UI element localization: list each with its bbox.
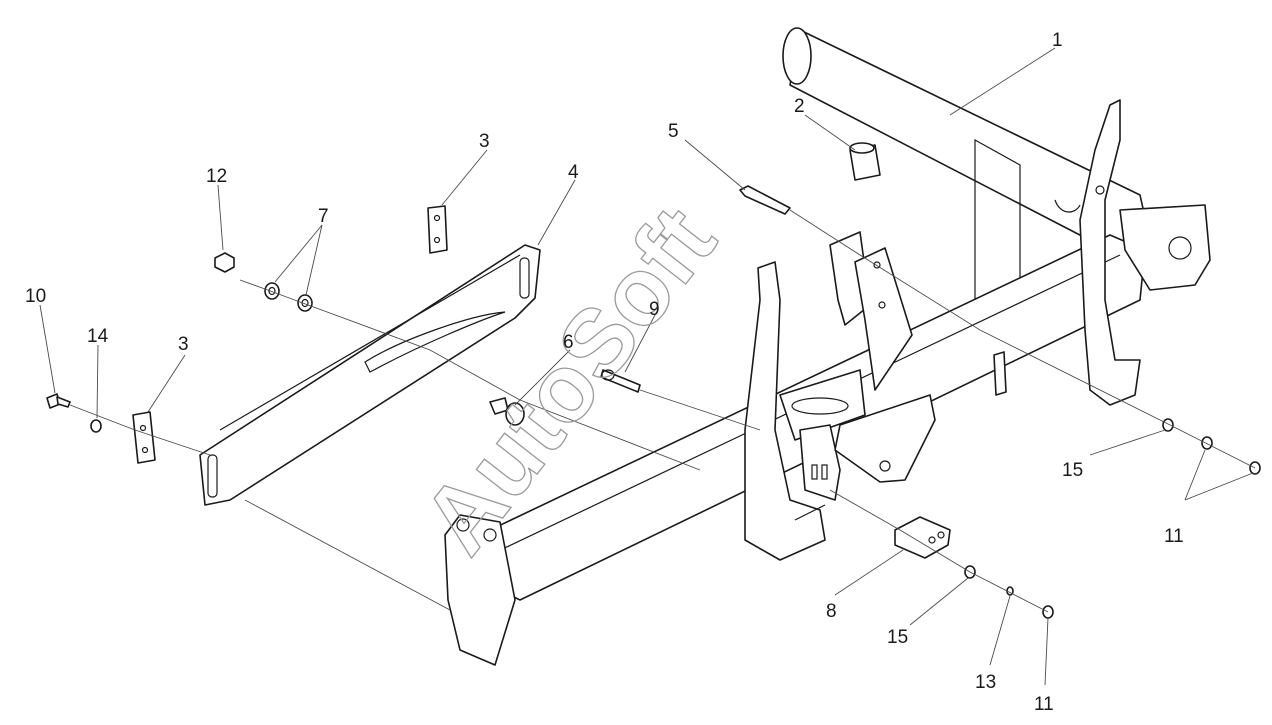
left-end-bracket <box>444 514 516 666</box>
callout-labels: 1 2 3 4 5 12 7 6 9 10 14 3 15 11 8 15 13… <box>25 30 1184 715</box>
callout-10: 10 <box>25 286 46 307</box>
part-14-washer <box>90 419 102 433</box>
callout-1: 1 <box>1052 30 1063 51</box>
callout-4: 4 <box>568 162 579 183</box>
callout-11-right: 11 <box>1164 526 1184 547</box>
callout-9: 9 <box>649 299 660 320</box>
callout-15-bottom: 15 <box>887 627 908 648</box>
part-9-clevis <box>600 369 641 393</box>
callout-11-bottom: 11 <box>1034 694 1054 715</box>
part-2-bushing <box>849 142 881 181</box>
fasteners-right <box>964 418 1261 619</box>
callout-12: 12 <box>206 166 227 187</box>
callout-13: 13 <box>975 672 996 693</box>
left-hitch-arm <box>744 261 826 561</box>
part-4-long-bar <box>199 244 541 506</box>
callout-3-lower: 3 <box>178 334 189 355</box>
callout-5: 5 <box>668 121 679 142</box>
part-3-shim-lower <box>132 411 156 464</box>
assembly-axis-lines <box>69 209 1256 613</box>
callout-2: 2 <box>794 96 805 117</box>
callout-7: 7 <box>318 206 329 227</box>
hanging-tab <box>993 351 1007 396</box>
part-6-pin <box>489 397 525 426</box>
callout-leaders <box>39 47 1254 686</box>
part-3-shim-upper <box>427 205 448 254</box>
right-end-plate <box>1119 204 1211 291</box>
part-10-bolt <box>46 393 71 409</box>
center-slotted-bracket <box>779 369 936 501</box>
callout-3-upper: 3 <box>479 131 490 152</box>
right-hitch-arm <box>1079 99 1141 406</box>
part-7-washers <box>264 282 313 312</box>
callout-14: 14 <box>87 326 109 347</box>
part-12-nut <box>214 252 235 273</box>
callout-6: 6 <box>563 332 574 353</box>
part-5-long-bolt <box>739 185 791 215</box>
part-8-block <box>894 516 951 559</box>
callout-8: 8 <box>826 601 837 622</box>
callout-15-right: 15 <box>1062 460 1083 481</box>
